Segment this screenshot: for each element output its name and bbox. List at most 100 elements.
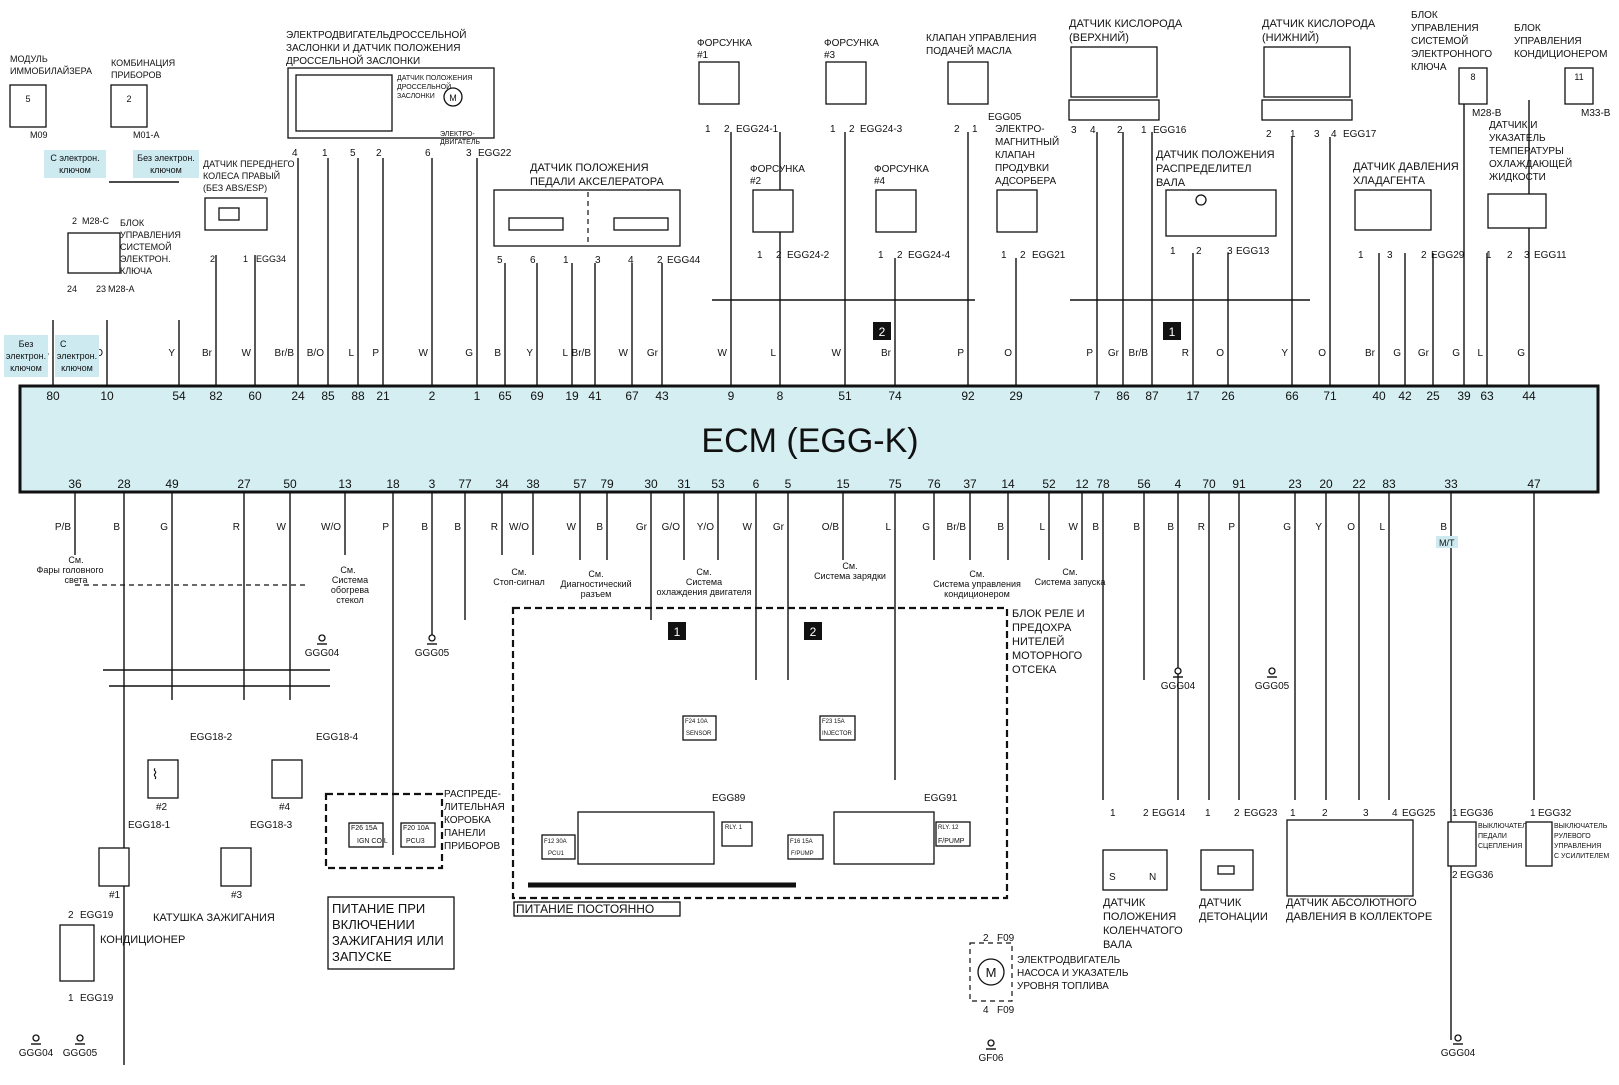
wire-color-bottom-27: R xyxy=(233,522,240,533)
svg-text:3: 3 xyxy=(595,255,601,266)
svg-text:S: S xyxy=(1109,872,1116,883)
svg-text:2: 2 xyxy=(1234,808,1240,819)
ecm-top-pin-80: 80 xyxy=(46,389,60,403)
wire-color-bottom-30: Gr xyxy=(636,522,648,533)
svg-text:EGG19: EGG19 xyxy=(80,993,114,1004)
svg-text:2: 2 xyxy=(983,933,989,944)
wire-color-top-86: Gr xyxy=(1108,348,1120,359)
svg-text:EGG91: EGG91 xyxy=(924,793,958,804)
wire-color-top-17: R xyxy=(1182,348,1189,359)
ecm-top-pin-87: 87 xyxy=(1145,389,1159,403)
wire-color-bottom-53: Y/O xyxy=(697,522,714,533)
svg-text:1: 1 xyxy=(757,250,763,261)
svg-text:3: 3 xyxy=(1363,808,1369,819)
svg-text:#2: #2 xyxy=(156,802,168,813)
wire-color-bottom-23: G xyxy=(1283,522,1291,533)
svg-text:EGG11: EGG11 xyxy=(1534,250,1567,261)
svg-text:2: 2 xyxy=(210,254,215,264)
svg-text:EGG19: EGG19 xyxy=(80,910,114,921)
svg-text:2: 2 xyxy=(1020,250,1026,261)
svg-text:EGG13: EGG13 xyxy=(1236,246,1270,257)
svg-text:3: 3 xyxy=(1387,250,1393,261)
ecm-bottom-pin-53: 53 xyxy=(711,477,725,491)
ground-label: GGG05 xyxy=(63,1048,98,1059)
ecm-top-pin-42: 42 xyxy=(1398,389,1412,403)
wire-color-top-42: G xyxy=(1393,348,1401,359)
svg-text:EGG18-2: EGG18-2 xyxy=(190,732,233,743)
svg-text:3: 3 xyxy=(1524,250,1530,261)
ecm-bottom-pin-3: 3 xyxy=(429,477,436,491)
wire-color-bottom-4: B xyxy=(1167,522,1174,533)
svg-text:SENSOR: SENSOR xyxy=(686,731,712,737)
svg-text:EGG18-3: EGG18-3 xyxy=(250,820,293,831)
svg-text:PCU3: PCU3 xyxy=(406,838,425,845)
oxygen-sensor-upper: ДАТЧИК КИСЛОРОДА(ВЕРХНИЙ) 3 4 2 1 EGG16 xyxy=(1068,18,1187,136)
svg-text:1: 1 xyxy=(563,255,569,266)
ecm-top-pin-21: 21 xyxy=(376,389,390,403)
ecm-bottom-pin-6: 6 xyxy=(753,477,760,491)
svg-text:1: 1 xyxy=(1001,250,1007,261)
svg-text:RLY. 1: RLY. 1 xyxy=(725,825,743,831)
ecm-bottom-pin-4: 4 xyxy=(1175,477,1182,491)
ecm-bottom-pin-38: 38 xyxy=(526,477,540,491)
wire-color-top-43: Gr xyxy=(647,348,659,359)
ecm-bottom-pin-83: 83 xyxy=(1382,477,1396,491)
svg-text:N: N xyxy=(1149,872,1156,883)
svg-text:6: 6 xyxy=(425,148,431,159)
svg-text:1: 1 xyxy=(322,148,328,159)
ecm-bottom-pin-15: 15 xyxy=(836,477,850,491)
ecm-top-pin-7: 7 xyxy=(1094,389,1101,403)
svg-text:M: M xyxy=(449,93,457,103)
svg-text:EGG22: EGG22 xyxy=(478,148,512,159)
wire-color-bottom-56: B xyxy=(1133,522,1140,533)
ecm-bottom-pin-18: 18 xyxy=(386,477,400,491)
ecm-bottom-pin-36: 36 xyxy=(68,477,82,491)
ecm-top-pin-66: 66 xyxy=(1285,389,1299,403)
ground-symbol xyxy=(32,1034,40,1042)
ref-charging: См.Система зарядки xyxy=(814,561,886,581)
ecm-top-pin-8: 8 xyxy=(777,389,784,403)
svg-text:КОНДИЦИОНЕР: КОНДИЦИОНЕР xyxy=(100,934,185,946)
svg-text:3: 3 xyxy=(1071,125,1077,136)
svg-text:F16 15A: F16 15A xyxy=(790,839,813,845)
svg-text:1: 1 xyxy=(1170,246,1176,257)
svg-text:1: 1 xyxy=(1290,129,1296,140)
svg-text:4: 4 xyxy=(983,1005,989,1016)
svg-text:EGG18-1: EGG18-1 xyxy=(128,820,171,831)
ground-label: GGG05 xyxy=(415,648,450,659)
ecm-bottom-pin-50: 50 xyxy=(283,477,297,491)
wire-color-bottom-79: B xyxy=(596,522,603,533)
svg-text:EGG21: EGG21 xyxy=(1032,250,1066,261)
wire-color-bottom-6: W xyxy=(743,522,753,533)
wire-color-top-40: Br xyxy=(1365,348,1376,359)
ecm-top-pin-92: 92 xyxy=(961,389,975,403)
wire-color-bottom-5: Gr xyxy=(773,522,785,533)
wire-color-top-88: L xyxy=(348,348,354,359)
svg-text:F26 15A: F26 15A xyxy=(351,825,378,832)
ecm-top-pin-85: 85 xyxy=(321,389,335,403)
ignition-coils: ⌇ #2 #4 #1 #3 EGG18-2 EGG18-4 EGG18-1 EG… xyxy=(98,732,359,924)
svg-text:2: 2 xyxy=(1196,246,1202,257)
wire-color-bottom-70: R xyxy=(1198,522,1205,533)
